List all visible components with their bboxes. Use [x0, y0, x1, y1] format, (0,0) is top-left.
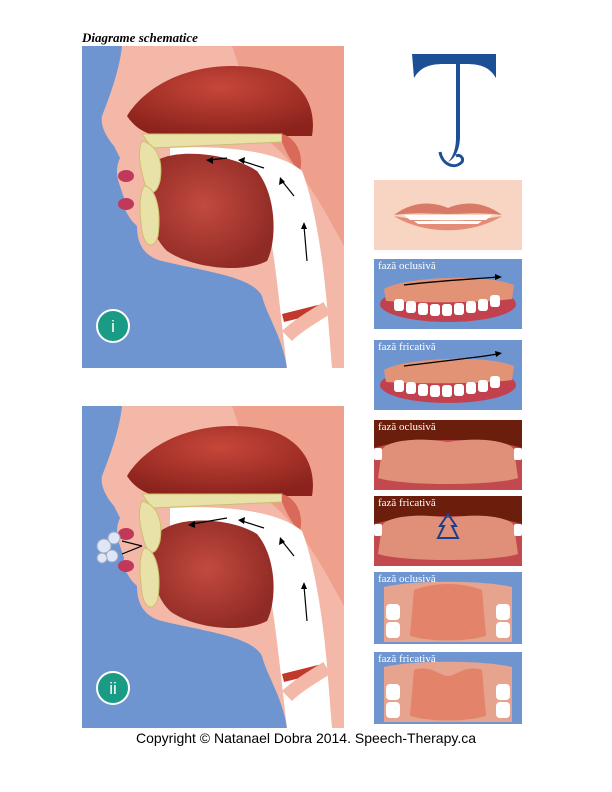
- side-fricative-label: fază fricativă: [378, 341, 436, 353]
- top-view-fricative-illustration: [384, 661, 512, 722]
- front-view-fricative-illustration: [374, 512, 522, 566]
- side-occlusive-panel: fază oclusivă: [374, 259, 522, 329]
- copyright-text: Copyright © Natanael Dobra 2014. Speech-…: [135, 730, 477, 746]
- side-occlusive-label: fază oclusivă: [378, 260, 436, 272]
- top-fricative-label: fază fricativă: [378, 653, 436, 665]
- letter-t-logo: T: [404, 48, 504, 173]
- top-view-occlusive-illustration: [384, 581, 512, 642]
- vocal-tract-illustration-ii: ii: [82, 406, 344, 728]
- page-title: Diagrame schematice: [82, 30, 198, 45]
- front-occlusive-panel: fază oclusivă: [374, 420, 522, 490]
- side-fricative-panel: fază fricativă: [374, 340, 522, 410]
- lips-illustration: [394, 203, 502, 231]
- vocal-tract-illustration-i: i: [82, 46, 344, 368]
- top-occlusive-panel: fază oclusivă: [374, 572, 522, 644]
- diagram-label-ii: ii: [109, 679, 117, 698]
- front-fricative-label: fază fricativă: [378, 497, 436, 509]
- diagram-ii: ii: [82, 406, 344, 728]
- diagram-i: i: [82, 46, 344, 368]
- side-view-fricative-illustration: [380, 351, 516, 403]
- letter-t-graphic: T: [412, 54, 496, 168]
- diagram-label-i: i: [111, 317, 115, 336]
- top-occlusive-label: fază oclusivă: [378, 573, 436, 585]
- top-fricative-panel: fază fricativă: [374, 652, 522, 724]
- side-view-occlusive-illustration: [380, 274, 516, 322]
- front-fricative-panel: fază fricativă: [374, 496, 522, 566]
- front-view-occlusive-illustration: [374, 439, 522, 490]
- lips-panel: [374, 180, 522, 250]
- front-occlusive-label: fază oclusivă: [378, 421, 436, 433]
